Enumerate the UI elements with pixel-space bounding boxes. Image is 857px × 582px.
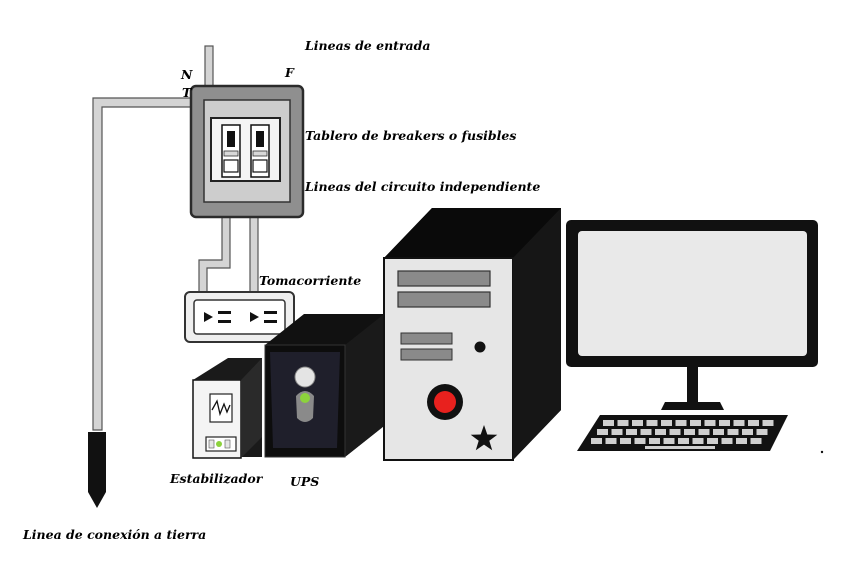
keyboard-key: [611, 429, 623, 435]
stray-dot: [820, 450, 824, 454]
keyboard-key: [742, 429, 753, 435]
keyboard-key: [719, 420, 730, 426]
voltage-stabilizer: [192, 358, 262, 459]
label-input-lines: Lineas de entrada: [304, 38, 430, 53]
label-independent-circuit: Lineas del circuito independiente: [304, 179, 540, 194]
keyboard-key: [663, 438, 675, 444]
wall-outlet: [184, 291, 295, 343]
keyboard-key: [713, 429, 724, 435]
keyboard-key: [736, 438, 747, 444]
keyboard-key: [762, 420, 774, 426]
keyboard-key: [669, 429, 681, 435]
keyboard-key: [603, 420, 614, 426]
keyboard-key: [692, 438, 704, 444]
label-outlet: Tomacorriente: [259, 273, 361, 288]
keyboard-key: [756, 429, 768, 435]
monitor: [566, 220, 818, 410]
keyboard-key: [646, 420, 658, 426]
keyboard-key: [727, 429, 739, 435]
keyboard-key: [678, 438, 689, 444]
keyboard-key: [704, 420, 716, 426]
keyboard-key: [698, 429, 710, 435]
keyboard-key: [640, 429, 652, 435]
keyboard-key: [649, 438, 660, 444]
keyboard-key: [733, 420, 745, 426]
keyboard-key: [675, 420, 687, 426]
keyboard-key: [605, 438, 617, 444]
label-stabilizer: Estabilizador: [169, 471, 264, 486]
keyboard-key: [707, 438, 718, 444]
socket-right: [250, 311, 277, 323]
keyboard-key: [591, 438, 602, 444]
label-neutral: N: [180, 67, 193, 82]
label-ups: UPS: [290, 474, 319, 489]
keyboard-key: [620, 438, 631, 444]
keyboard-key: [617, 420, 629, 426]
circuit-wires: [198, 213, 259, 293]
socket-left: [204, 311, 231, 323]
keyboard-key: [661, 420, 672, 426]
keyboard-key: [684, 429, 695, 435]
label-phase: F: [284, 65, 295, 80]
keyboard-key: [597, 429, 608, 435]
keyboard-key: [626, 429, 637, 435]
keyboard-key: [690, 420, 701, 426]
keyboard: [577, 415, 788, 451]
keyboard-key: [632, 420, 643, 426]
star-icon: [470, 425, 498, 451]
keyboard-key: [655, 429, 666, 435]
keyboard-key: [634, 438, 646, 444]
input-wires: [204, 45, 214, 92]
breaker-panel: [189, 84, 305, 219]
keyboard-key: [750, 438, 762, 444]
label-ground-short: T: [182, 85, 193, 100]
breaker-switch-right: [250, 124, 270, 178]
ground-rod: [88, 432, 106, 508]
keyboard-keys: [591, 420, 774, 449]
ups-unit: [264, 314, 384, 458]
ground-wire: [92, 97, 196, 431]
label-breaker-panel: Tablero de breakers o fusibles: [305, 128, 516, 143]
label-ground-line: Linea de conexión a tierra: [22, 527, 206, 542]
breaker-switch-left: [221, 124, 241, 178]
keyboard-key: [748, 420, 759, 426]
cpu-tower: [383, 208, 561, 461]
keyboard-spacebar: [645, 446, 715, 449]
keyboard-key: [721, 438, 733, 444]
